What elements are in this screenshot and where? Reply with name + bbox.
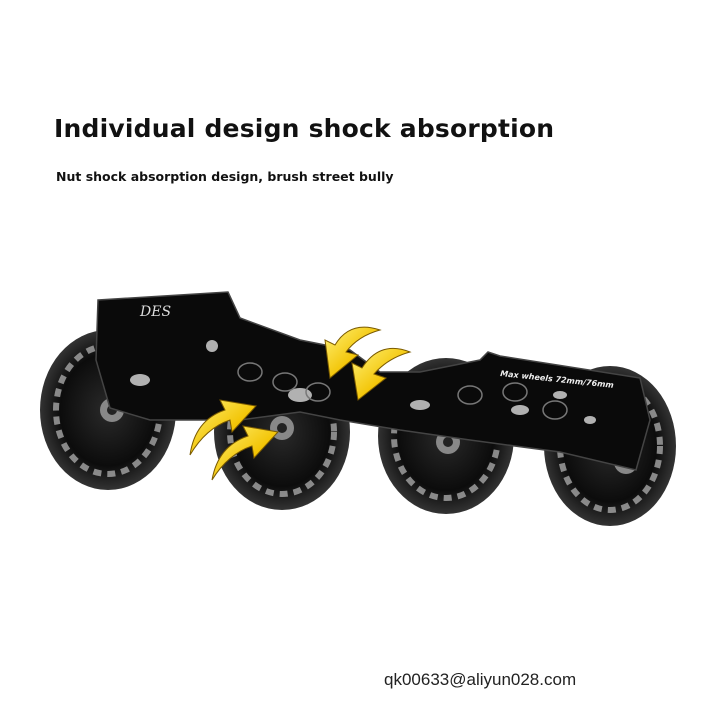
watermark-text: qk00633@aliyun028.com: [384, 670, 577, 689]
frame-logo: DES: [139, 304, 171, 320]
yellow-curved-arrow-icon: [189, 399, 257, 456]
yellow-curved-arrow-icon: [351, 348, 412, 401]
page-title: Individual design shock absorption: [54, 114, 555, 143]
yellow-curved-arrow-icon: [324, 326, 382, 379]
yellow-curved-arrow-icon: [211, 425, 279, 481]
page-subtitle: Nut shock absorption design, brush stree…: [56, 169, 394, 184]
